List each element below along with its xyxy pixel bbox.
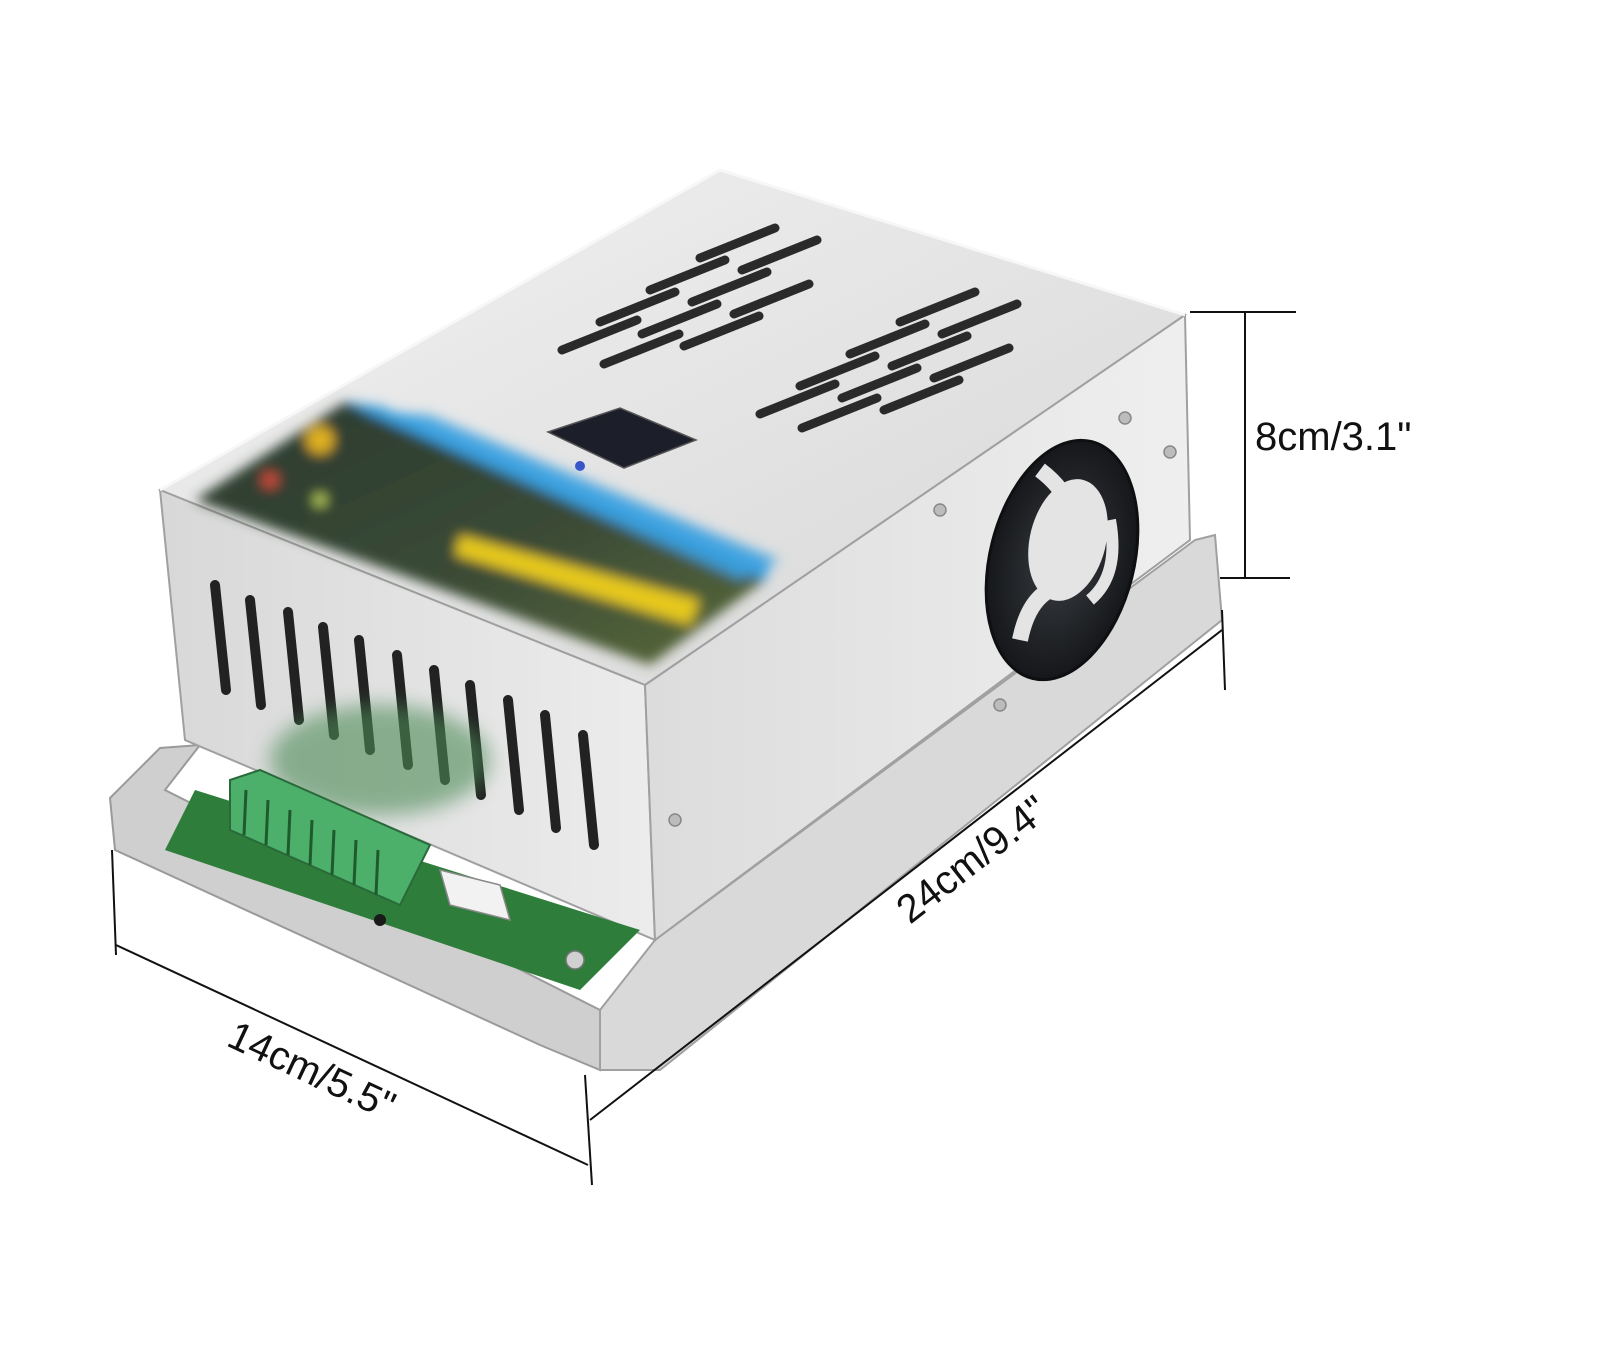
top-vent-grill-2 (755, 287, 1022, 433)
terminal-block (229, 768, 432, 907)
indicator-led (575, 461, 585, 471)
product-label (195, 402, 780, 665)
screws (668, 411, 1177, 827)
power-supply-unit (108, 168, 1224, 1072)
top-vent-grill-1 (557, 223, 822, 369)
control-board (165, 705, 640, 990)
cooling-fan (984, 438, 1140, 682)
dimension-lines (111, 311, 1296, 1186)
height-dimension-label: 8cm/3.1" (1255, 415, 1411, 459)
width-dimension-label: 14cm/5.5" (221, 1013, 402, 1128)
display-window (545, 407, 698, 469)
signal-connector (438, 868, 512, 922)
